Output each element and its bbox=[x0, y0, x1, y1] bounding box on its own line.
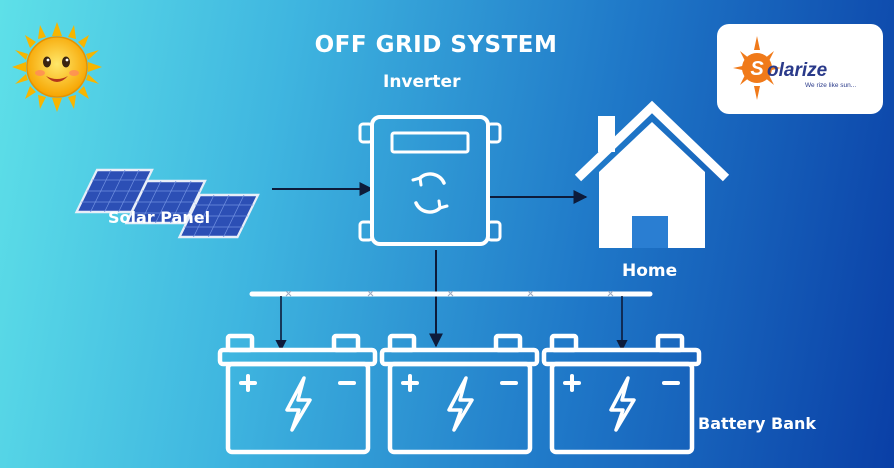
logo-name: olarize bbox=[767, 60, 828, 81]
page-title: OFF GRID SYSTEM bbox=[314, 32, 558, 58]
battery-icon bbox=[217, 333, 378, 455]
inverter-label: Inverter bbox=[383, 72, 461, 92]
sun-mascot-icon bbox=[12, 22, 102, 112]
battery-bank-label: Battery Bank bbox=[698, 414, 817, 433]
brand-logo: S olarize We rize like sun... bbox=[717, 24, 883, 114]
logo-tagline: We rize like sun... bbox=[805, 82, 857, 89]
home-label: Home bbox=[622, 261, 678, 281]
battery-icon bbox=[544, 336, 699, 452]
bus-markers bbox=[285, 290, 614, 297]
refresh-icon bbox=[411, 172, 449, 214]
solar-panel-label: Solar Panel bbox=[108, 208, 211, 227]
lightning-icon bbox=[285, 376, 312, 432]
house-icon bbox=[574, 100, 730, 248]
inverter-icon bbox=[358, 115, 502, 246]
logo-initial: S bbox=[750, 58, 764, 80]
solar-panel-icon bbox=[74, 168, 260, 239]
sun-logo-icon: S bbox=[733, 36, 781, 100]
battery-icon bbox=[382, 336, 537, 452]
